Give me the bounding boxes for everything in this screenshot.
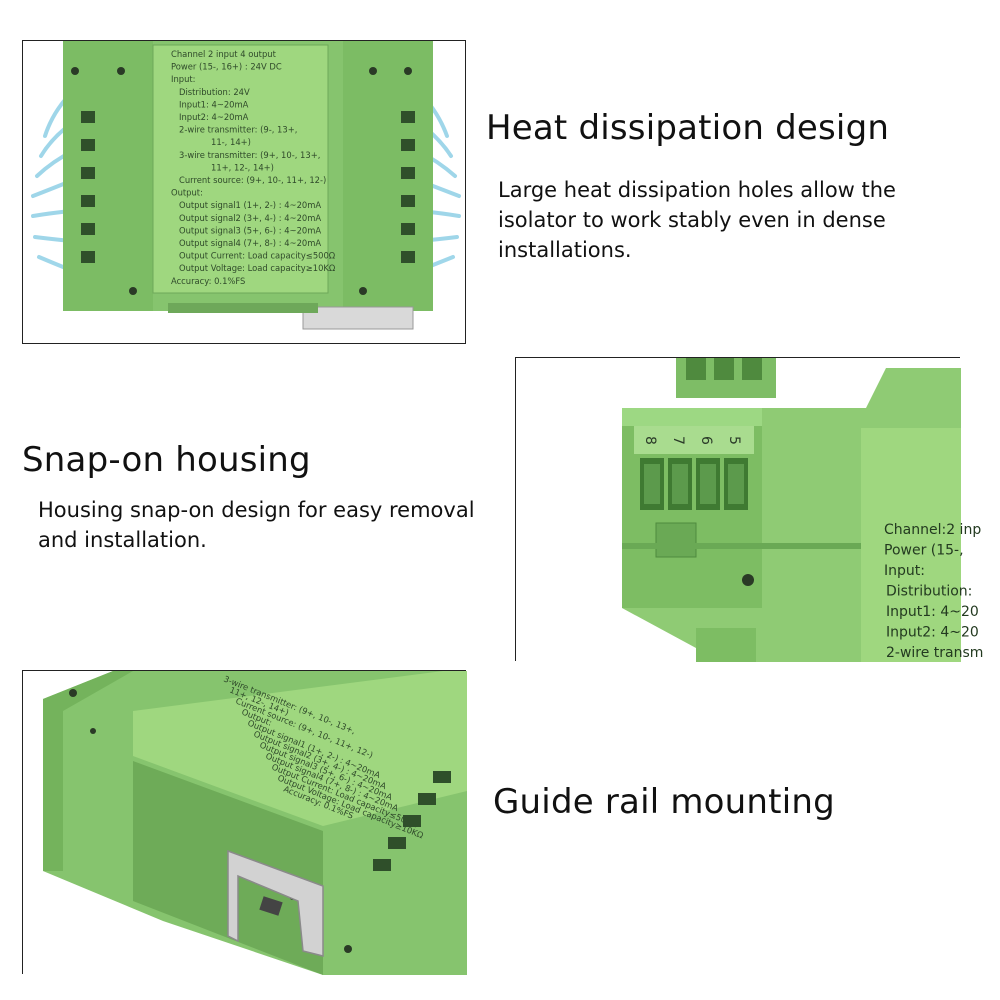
spec-line: Output:	[171, 188, 203, 198]
heat-dissipation-title: Heat dissipation design	[486, 108, 890, 148]
snap-on-title: Snap-on housing	[22, 440, 311, 480]
mounting-holes	[71, 67, 412, 295]
closeup-spec-label	[861, 428, 961, 662]
terminal-number: 6	[698, 436, 714, 445]
snap-latch	[655, 522, 697, 558]
spec-line: Input2: 4~20mA	[179, 112, 249, 122]
vent-slots-left	[81, 111, 95, 263]
spec-line: Power (15-, 16+) : 24V DC	[171, 62, 282, 72]
spec-line: Input1: 4~20mA	[179, 99, 249, 109]
spec-line: Output signal1 (1+, 2-) : 4~20mA	[179, 200, 321, 210]
closeup-spec-line: 2-wire transm	[886, 645, 983, 661]
spec-line: Input:	[171, 74, 196, 84]
din-rail-clip	[227, 849, 324, 957]
mounting-hole	[742, 574, 754, 586]
spec-line: 11-, 14+)	[211, 137, 251, 147]
spec-line: Output signal3 (5+, 6-) : 4~20mA	[179, 225, 321, 235]
angled-spec-label	[133, 671, 467, 826]
closeup-spec-line: Input1: 4~20	[886, 604, 979, 620]
terminal-number: 8	[642, 436, 658, 445]
heat-dissipation-description: Large heat dissipation holes allow the i…	[498, 178, 896, 262]
spec-line: Output signal4 (7+, 8-) : 4~20mA	[179, 238, 321, 248]
terminal-number: 7	[670, 436, 686, 445]
spec-line: Distribution: 24V	[179, 87, 250, 97]
snap-on-description: Housing snap-on design for easy removal …	[38, 498, 475, 552]
closeup-spec-line: Power (15-,	[884, 543, 964, 559]
image-panel-rail-mounting: 3-wire transmitter: (9+, 10-, 13+,11+, 1…	[22, 670, 467, 975]
isolator-angled-view: 3-wire transmitter: (9+, 10-, 13+,11+, 1…	[23, 671, 467, 975]
spec-label	[152, 44, 329, 294]
screw-terminals	[640, 458, 748, 510]
spec-line: 2-wire transmitter: (9-, 13+,	[179, 125, 297, 135]
spec-line: Current source: (9+, 10-, 11+, 12-)	[179, 175, 326, 185]
din-rail-clip	[302, 306, 414, 330]
closeup-spec-line: Input2: 4~20	[886, 625, 979, 641]
spec-line: Output Voltage: Load capacity≥10KΩ	[179, 263, 336, 273]
spec-line: 3-wire transmitter: (9+, 10-, 13+,	[179, 150, 320, 160]
closeup-spec-line: Distribution:	[886, 584, 972, 600]
spec-line: Output Current: Load capacity≤500Ω	[179, 251, 336, 261]
spec-line: Channel 2 input 4 output	[171, 49, 277, 59]
terminal-numbers: 8 7 6 5	[642, 436, 742, 445]
screw-terminals	[373, 771, 451, 871]
guide-rail-title: Guide rail mounting	[493, 782, 835, 822]
closeup-spec-line: Input:	[884, 563, 925, 579]
closeup-spec-line: Channel:2 inp	[884, 522, 981, 538]
terminal-number: 5	[726, 436, 742, 445]
vent-slots-right	[401, 111, 415, 263]
spec-line: Output signal2 (3+, 4-) : 4~20mA	[179, 213, 321, 223]
spec-line: 11+, 12-, 14+)	[211, 162, 274, 172]
spec-line: Accuracy: 0.1%FS	[171, 276, 245, 286]
